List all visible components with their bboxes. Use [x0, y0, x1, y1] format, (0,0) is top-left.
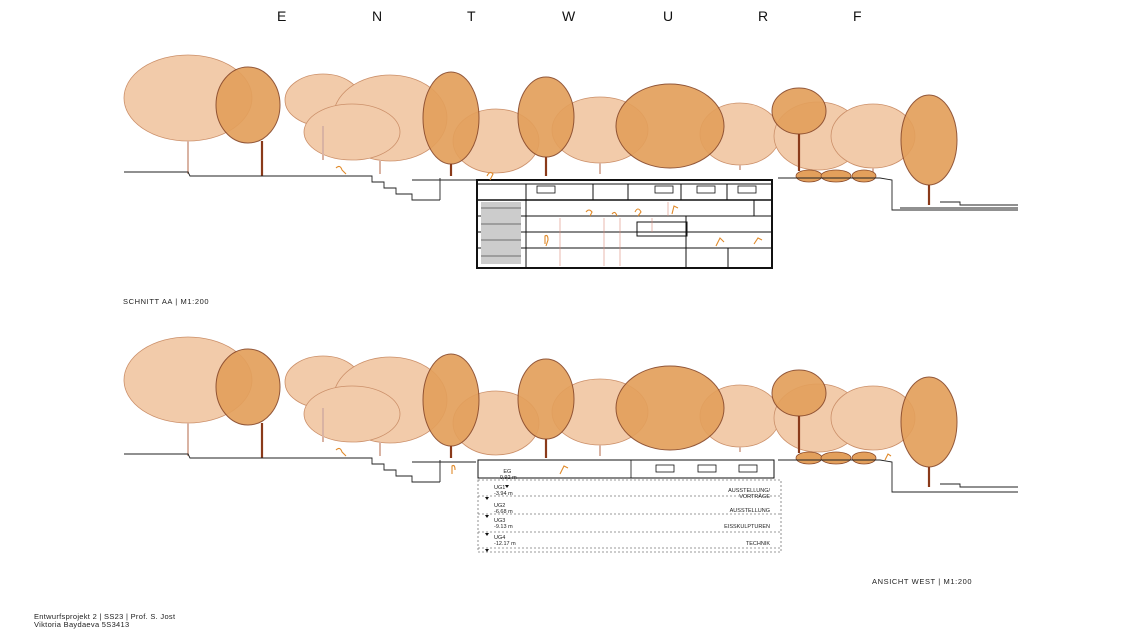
title-letter: F — [853, 8, 862, 24]
footer-project: Entwurfsprojekt 2 | SS23 | Prof. S. Jost — [34, 612, 176, 621]
level-height: -6.68 m — [494, 509, 513, 515]
section-aa — [123, 54, 1018, 269]
building-elevation — [477, 459, 782, 553]
building-section — [476, 179, 773, 269]
trees-foreground — [215, 66, 958, 186]
level-use-ug4: TECHNIK — [745, 541, 770, 547]
title-letter: W — [562, 8, 576, 24]
level-height: -9.13 m — [494, 524, 513, 530]
level-use-ug3: EISSKULPTUREN — [724, 524, 770, 530]
level-height: -12.17 m — [494, 541, 516, 547]
level-name: EG — [503, 469, 512, 475]
level-use-ug2: AUSSTELLUNG — [729, 508, 770, 514]
level-label-ug1: UG1 -3.94 m — [494, 485, 513, 497]
level-height: -0.92 m — [498, 475, 517, 481]
tree-crown — [215, 66, 281, 144]
tree-crown — [771, 87, 827, 135]
level-label-ug4: UG4 -12.17 m — [494, 535, 516, 547]
tree-crown — [422, 71, 480, 165]
sheet-title: E N T W U R F — [0, 8, 1144, 30]
terrain — [124, 171, 1018, 211]
level-name: UG4 — [494, 535, 506, 541]
trees-background — [123, 336, 916, 456]
trees-foreground — [215, 348, 958, 468]
tree-crown — [303, 103, 401, 161]
level-use-ug1: AUSSTELLUNG/ VORTRÄGE — [728, 488, 770, 500]
caption-section-aa: SCHNITT AA | M1:200 — [123, 297, 210, 306]
title-letter: R — [758, 8, 769, 24]
level-label-ug3: UG3 -9.13 m — [494, 518, 513, 530]
title-letter: U — [663, 8, 674, 24]
tree-crown — [900, 94, 958, 186]
title-letter: N — [372, 8, 383, 24]
tree-crown — [615, 83, 725, 169]
level-name: UG3 — [494, 518, 506, 524]
people-figures — [335, 165, 763, 247]
caption-elevation-west: ANSICHT WEST | M1:200 — [872, 577, 973, 586]
elevation-west — [123, 336, 1018, 553]
shrubs — [795, 169, 877, 183]
level-markers — [485, 485, 509, 552]
level-name: UG2 — [494, 503, 506, 509]
level-label-eg: EG -0.92 m — [498, 469, 517, 481]
level-label-ug2: UG2 -6.68 m — [494, 503, 513, 515]
title-letter: T — [467, 8, 476, 24]
title-letter: E — [277, 8, 287, 24]
trunks-light — [187, 126, 874, 174]
tree-crown — [517, 76, 575, 158]
level-name: UG1 — [494, 485, 506, 491]
level-height: -3.94 m — [494, 491, 513, 497]
footer-author: Viktoria Baydaeva 5S3413 — [34, 620, 130, 629]
trunks-dark — [260, 134, 931, 205]
